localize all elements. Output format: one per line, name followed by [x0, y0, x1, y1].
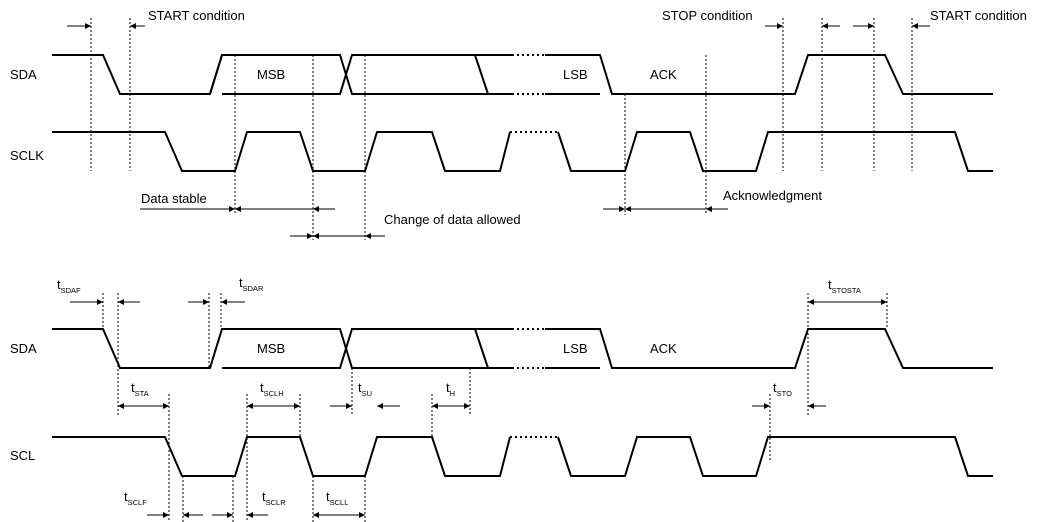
bottom-ack-label: ACK [650, 341, 677, 356]
acknowledgment-label: Acknowledgment [723, 188, 822, 203]
top-lsb-label: LSB [563, 67, 588, 82]
t-sto-label: tSTO [773, 380, 792, 398]
top-ack-label: ACK [650, 67, 677, 82]
bottom-lsb-label: LSB [563, 341, 588, 356]
t-sdar-label: tSDAR [239, 275, 264, 293]
stop-condition-label: STOP condition [662, 8, 753, 23]
bottom-msb-label: MSB [257, 341, 285, 356]
data-stable-label: Data stable [141, 191, 207, 206]
t-sdaf-label: tSDAF [57, 277, 81, 295]
top-sclk-label: SCLK [10, 148, 44, 163]
bottom-marker-lines [102, 293, 888, 522]
change-of-data-label: Change of data allowed [384, 212, 521, 227]
t-scll-label: tSCLL [326, 489, 348, 507]
bottom-scl-label: SCL [10, 448, 35, 463]
bottom-scl-waveform [52, 436, 993, 477]
t-su-label: tSU [358, 380, 372, 398]
t-sclf-label: tSCLF [124, 489, 147, 507]
top-msb-label: MSB [257, 67, 285, 82]
t-sclr-label: tSCLR [262, 489, 286, 507]
top-sda-waveform [52, 54, 993, 95]
t-sclh-label: tSCLH [260, 380, 284, 398]
bottom-sda-label: SDA [10, 341, 37, 356]
t-sta-label: tSTA [131, 380, 149, 398]
top-diagram: SDA SCLK MSB LSB ACK [10, 8, 1027, 240]
bottom-sda-waveform [52, 328, 993, 369]
top-sda-label: SDA [10, 67, 37, 82]
start-condition-label: START condition [148, 8, 245, 23]
top-sclk-waveform [52, 131, 993, 172]
bottom-diagram: SDA SCL MSB LSB ACK [10, 275, 993, 522]
t-h-label: tH [446, 380, 455, 398]
start-condition-2-label: START condition [930, 8, 1027, 23]
top-marker-lines [90, 18, 913, 240]
t-stosta-label: tSTOSTA [828, 277, 861, 295]
